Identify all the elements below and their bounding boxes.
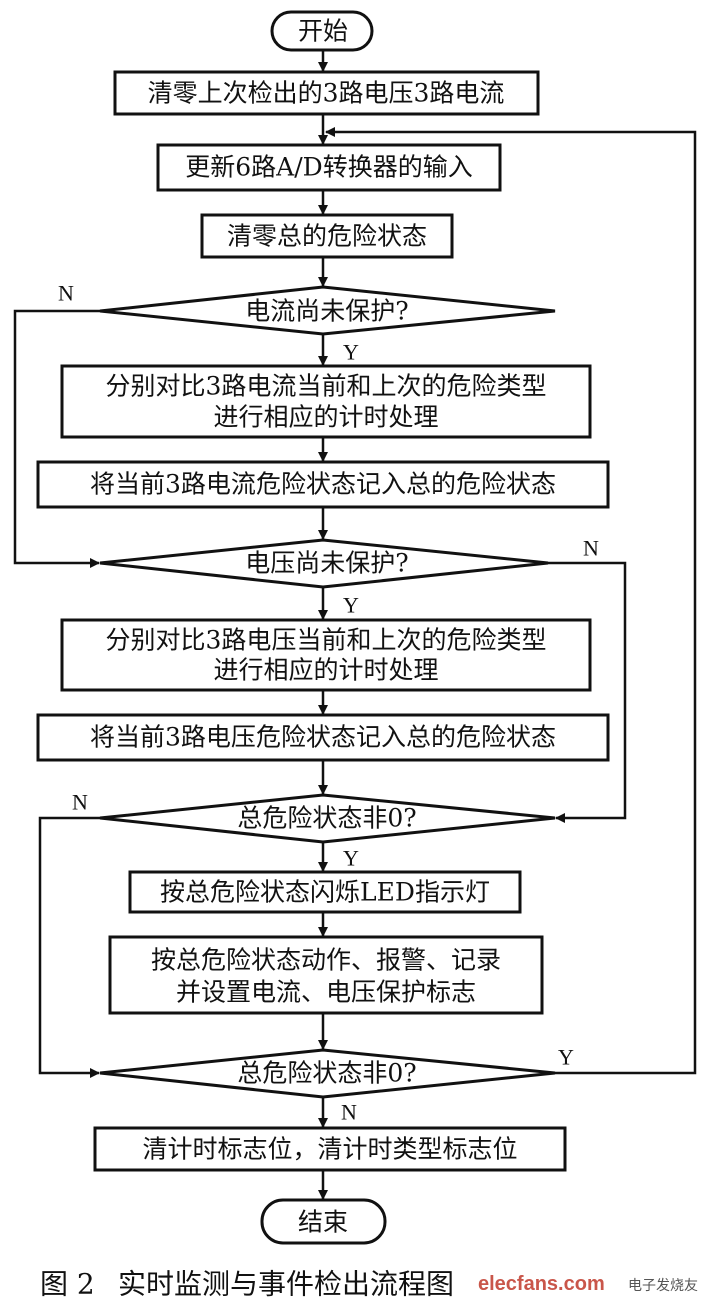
decision-total-danger-nonzero-2: 总危险状态非0? [99,1048,556,1099]
yes-label: Y [343,846,359,871]
step-label: 并设置电流、电压保护标志 [176,978,476,1007]
step-label: 按总危险状态动作、报警、记录 [151,946,501,975]
step-label: 将当前3路电流危险状态记入总的危险状态 [90,470,556,499]
step-label: 将当前3路电压危险状态记入总的危险状态 [90,723,556,752]
yes-label: Y [343,593,359,618]
end-terminal: 结束 [260,1198,387,1245]
start-label: 开始 [298,17,348,46]
step-clear-last-detection: 清零上次检出的3路电压3路电流 [113,70,540,116]
connectors [13,50,697,1200]
step-flash-led: 按总危险状态闪烁LED指示灯 [128,870,522,914]
decision-current-unprotected: 电流尚未保护? [99,285,556,336]
end-label: 结束 [298,1208,348,1237]
step-record-voltage-danger: 将当前3路电压危险状态记入总的危险状态 [36,713,610,762]
figure-number: 图 2 [40,1268,95,1301]
step-update-ad-inputs: 更新6路A/D转换器的输入 [156,143,502,192]
decision-label: 电压尚未保护? [245,549,408,578]
step-label: 分别对比3路电流当前和上次的危险类型 [106,372,547,401]
figure-caption: 实时监测与事件检出流程图 [118,1268,454,1301]
step-action-alarm-record: 按总危险状态动作、报警、记录 并设置电流、电压保护标志 [108,935,544,1015]
start-terminal: 开始 [270,10,374,52]
decision-label: 总危险状态非0? [237,804,416,833]
yes-label: Y [558,1045,574,1070]
step-label: 清零总的危险状态 [227,222,427,251]
step-compare-voltage: 分别对比3路电压当前和上次的危险类型 进行相应的计时处理 [60,618,592,692]
step-clear-total-danger: 清零总的危险状态 [200,213,454,259]
step-compare-current: 分别对比3路电流当前和上次的危险类型 进行相应的计时处理 [60,364,592,439]
decision-voltage-unprotected: 电压尚未保护? [99,538,549,589]
step-label: 更新6路A/D转换器的输入 [185,153,472,182]
decision-total-danger-nonzero-1: 总危险状态非0? [99,793,556,844]
decision-label: 总危险状态非0? [237,1059,416,1088]
watermark-text: 电子发烧友 [628,1278,698,1294]
step-label: 清计时标志位，清计时类型标志位 [142,1135,517,1164]
step-record-current-danger: 将当前3路电流危险状态记入总的危险状态 [36,460,610,509]
step-label: 清零上次检出的3路电压3路电流 [148,79,505,108]
decision-label: 电流尚未保护? [245,297,408,326]
step-clear-timer-flags: 清计时标志位，清计时类型标志位 [93,1126,567,1172]
step-label: 按总危险状态闪烁LED指示灯 [160,878,490,907]
step-label: 进行相应的计时处理 [213,656,438,685]
watermark-logo: elecfans.com [478,1273,605,1295]
no-label: N [58,281,74,306]
no-label: N [341,1100,357,1125]
step-label: 进行相应的计时处理 [213,403,438,432]
yes-label: Y [343,340,359,365]
no-label: N [583,536,599,561]
no-label: N [72,790,88,815]
step-label: 分别对比3路电压当前和上次的危险类型 [106,626,547,655]
